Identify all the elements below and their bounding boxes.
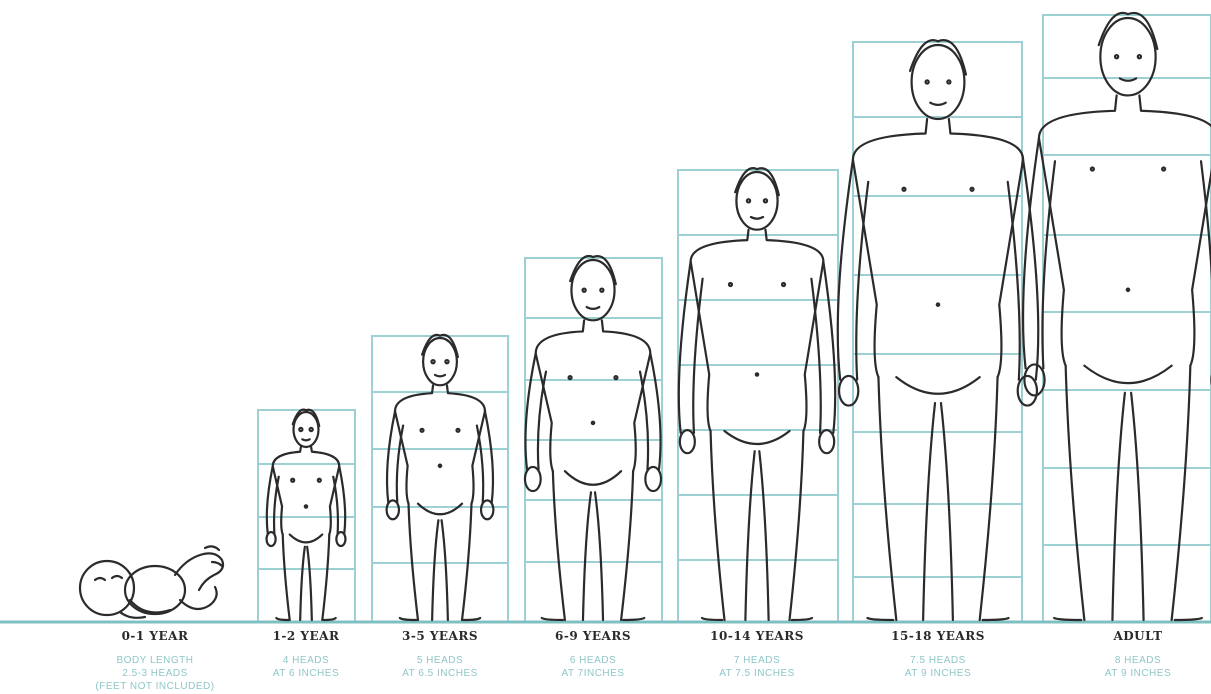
stage-5-info-1: 7.5 HEADS xyxy=(863,654,1013,667)
stage-1-age: 1-2 YEAR xyxy=(231,629,381,643)
grid-4 xyxy=(853,42,1022,622)
figure-adult xyxy=(1023,13,1211,620)
stage-3-info-1: 6 HEADS xyxy=(518,654,668,667)
stage-5-age: 15-18 YEARS xyxy=(863,629,1013,643)
stage-4-age: 10-14 YEARS xyxy=(682,629,832,643)
stage-2-info-1: 5 HEADS xyxy=(365,654,515,667)
grid-3 xyxy=(678,170,838,622)
stage-0-age: 0-1 YEAR xyxy=(80,629,230,643)
stage-4-info-1: 7 HEADS xyxy=(682,654,832,667)
stage-3-info-2: AT 7INCHES xyxy=(518,667,668,680)
head-grids xyxy=(258,15,1211,622)
figures xyxy=(80,13,1211,620)
stage-6-info-2: AT 9 INCHES xyxy=(1063,667,1211,680)
stage-1-info-2: AT 6 INCHES xyxy=(231,667,381,680)
figure-6-9-years xyxy=(525,256,661,620)
stage-2-info-2: AT 6.5 INCHES xyxy=(365,667,515,680)
stage-0-info-1: BODY LENGTH xyxy=(80,654,230,667)
stage-5-info-2: AT 9 INCHES xyxy=(863,667,1013,680)
grid-1 xyxy=(372,336,508,622)
stage-0-info-3: (FEET NOT INCLUDED) xyxy=(80,680,230,693)
stage-3-age: 6-9 YEARS xyxy=(518,629,668,643)
stage-2-age: 3-5 YEARS xyxy=(365,629,515,643)
grid-5 xyxy=(1043,15,1211,622)
stage-4-info-2: AT 7.5 INCHES xyxy=(682,667,832,680)
figure-3-5-years xyxy=(387,335,494,620)
stage-1-info-1: 4 HEADS xyxy=(231,654,381,667)
figure-baby xyxy=(80,546,223,617)
stage-6-info-1: 8 HEADS xyxy=(1063,654,1211,667)
grid-2 xyxy=(525,258,662,622)
stage-6-age: ADULT xyxy=(1063,629,1211,643)
figure-15-18-years xyxy=(838,40,1039,620)
stage-0-info-2: 2.5-3 HEADS xyxy=(80,667,230,680)
figure-1-2-years xyxy=(267,410,346,620)
grid-0 xyxy=(258,410,355,622)
